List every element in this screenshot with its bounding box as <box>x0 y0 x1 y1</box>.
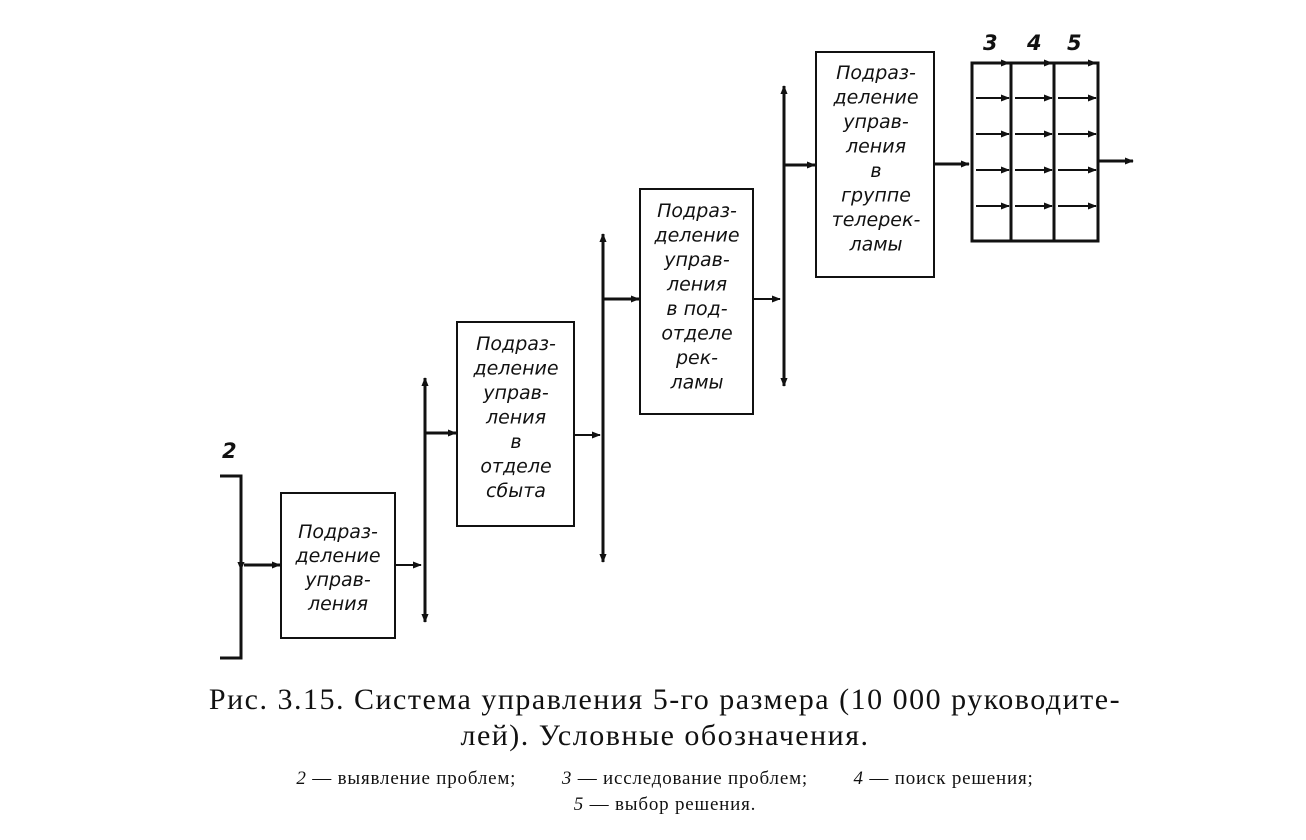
box-text-line: Подраз- <box>476 333 556 355</box>
box-text-line: Подраз- <box>836 62 916 84</box>
legend-text: — поиск решения; <box>869 768 1034 789</box>
decision-grid <box>970 61 1100 243</box>
grid-label-5: 5 <box>1067 31 1082 55</box>
box-text-line: рек- <box>675 347 718 369</box>
legend-item-3: 3 — исследование проблем; <box>562 766 808 792</box>
legend-text: — выбор решения. <box>589 794 757 815</box>
unit-box-1 <box>280 492 396 639</box>
legend-line-2: 5 — выбор решения. <box>60 792 1270 818</box>
grid-label-4: 4 <box>1026 31 1042 55</box>
legend-num: 5 <box>573 794 585 815</box>
legend-text: — исследование проблем; <box>577 768 808 789</box>
legend-num: 2 <box>296 768 307 789</box>
grid-label-3: 3 <box>983 31 998 55</box>
stage-2-label: 2 <box>222 439 237 463</box>
box-text-line: управ- <box>663 249 730 271</box>
box-text-line: управ- <box>482 382 549 404</box>
legend-item-2: 2 — выявление проблем; <box>296 766 516 792</box>
grid-arrows <box>976 59 1097 210</box>
box-text-line: телерек- <box>832 209 921 231</box>
box-text-line: сбыта <box>486 480 546 502</box>
caption-line-1: Рис. 3.15. Система управления 5-го разме… <box>208 683 1122 716</box>
unit-box-4 <box>815 51 935 278</box>
box-text-line: управ- <box>842 111 909 133</box>
box-text-line: в <box>870 160 881 182</box>
figure-caption: Рис. 3.15. Система управления 5-го разме… <box>60 682 1270 754</box>
box-text-line: Подраз- <box>657 200 737 222</box>
box-text-line: ламы <box>669 372 723 394</box>
box-text-line: ления <box>845 136 906 158</box>
stage-2-bracket <box>220 474 243 660</box>
caption-line-2: лей). Условные обозначения. <box>460 719 870 752</box>
box-text-line: группе <box>841 185 911 207</box>
box-text-line: деление <box>294 545 380 567</box>
box-text-line: отделе <box>480 456 551 478</box>
legend-item-4: 4 — поиск решения; <box>854 766 1034 792</box>
legend-num: 3 <box>561 768 573 789</box>
legend-text: — выявление проблем; <box>312 768 517 789</box>
box-text-line: ления <box>307 593 368 615</box>
box-text-line: деление <box>653 225 739 247</box>
legend: 2 — выявление проблем; 3 — исследование … <box>60 766 1270 818</box>
legend-num: 4 <box>853 768 864 789</box>
legend-item-5: 5 — выбор решения. <box>574 792 756 818</box>
unit-box-2 <box>456 321 575 527</box>
box-text-line: управ- <box>304 569 371 591</box>
box-text-line: деление <box>472 358 558 380</box>
box-text-line: в под- <box>666 298 727 320</box>
box-text-line: отделе <box>661 323 732 345</box>
legend-line-1: 2 — выявление проблем; 3 — исследование … <box>60 766 1270 792</box>
box-text-line: ламы <box>848 234 902 256</box>
box-text-line: ления <box>666 274 727 296</box>
box-text-line: Подраз- <box>298 521 378 543</box>
box-text-line: в <box>510 431 521 453</box>
box-text-line: ления <box>485 407 546 429</box>
unit-box-3 <box>639 188 754 415</box>
box-text-line: деление <box>832 87 918 109</box>
